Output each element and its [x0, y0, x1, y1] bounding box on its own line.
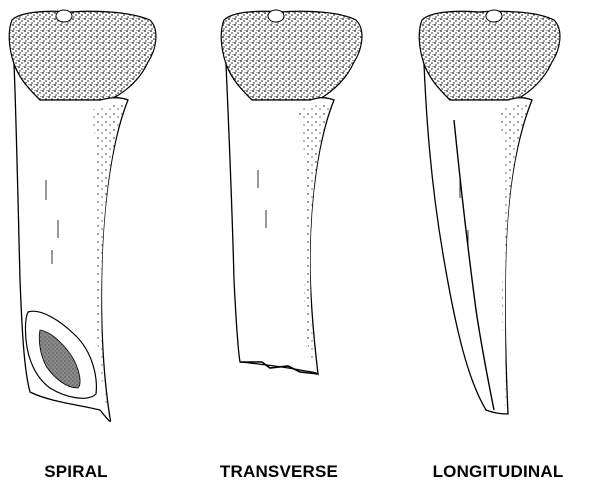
- bone-head: [221, 11, 362, 100]
- spiral-label: SPIRAL: [22, 462, 130, 482]
- bone-head: [419, 11, 560, 100]
- spiral-fracture-bone-figure: [0, 0, 200, 440]
- tubercle: [56, 10, 72, 22]
- bone-head: [9, 11, 156, 100]
- tubercle: [486, 10, 502, 22]
- transverse-fracture-bone-figure: [210, 0, 380, 440]
- longitudinal-label: LONGITUDINAL: [408, 462, 588, 482]
- longitudinal-fracture-bone-figure: [404, 0, 592, 440]
- tubercle: [268, 10, 284, 22]
- transverse-label: TRANSVERSE: [204, 462, 354, 482]
